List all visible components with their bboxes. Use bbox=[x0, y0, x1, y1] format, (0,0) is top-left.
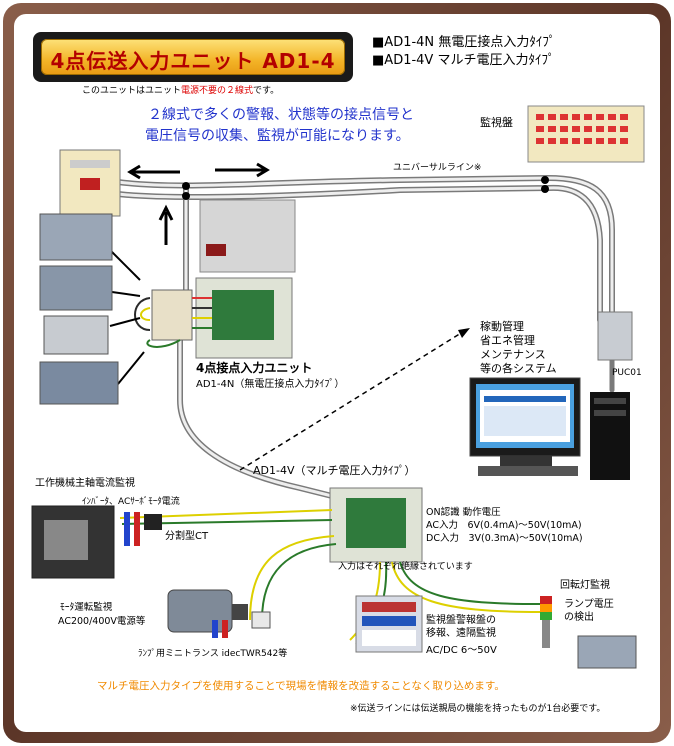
bullet: ■ bbox=[372, 35, 385, 50]
alarm-line: 監視盤警報盤の bbox=[426, 615, 496, 626]
puc-label: PUC01 bbox=[612, 368, 642, 378]
unit-4n-subtitle: AD1-4N（無電圧接点入力ﾀｲﾌﾟ） bbox=[196, 379, 345, 390]
monitor-panel-label: 監視盤 bbox=[480, 116, 513, 129]
power-note-suffix: です。 bbox=[253, 86, 280, 96]
management-item: メンテナンス bbox=[480, 348, 546, 361]
spec-line: ON認識 動作電圧 bbox=[426, 507, 501, 518]
alarm-panel-text: 監視盤警報盤の 移報、遠隔監視 AC/DC 6～50V bbox=[426, 614, 497, 657]
motor-spec: AC200/400V電源等 bbox=[58, 616, 146, 627]
inverter-label: ｲﾝﾊﾞｰﾀ、ACｻｰﾎﾞﾓｰﾀ電流 bbox=[82, 497, 180, 507]
unit-4n-title: 4点接点入力ユニット bbox=[196, 361, 313, 375]
motor-title: ﾓｰﾀ運転監視 bbox=[60, 602, 113, 613]
model-item-4n: ■AD1-4N 無電圧接点入力ﾀｲﾌﾟ bbox=[372, 35, 556, 51]
management-item: 等の各システム bbox=[480, 362, 557, 375]
model-code: AD1-4N bbox=[384, 35, 435, 50]
power-note: このユニットはユニット電源不要の２線式です。 bbox=[82, 86, 279, 96]
management-item: 省エネ管理 bbox=[480, 334, 535, 347]
lamp-line: の検出 bbox=[564, 612, 594, 623]
model-desc: マルチ電圧入力ﾀｲﾌﾟ bbox=[437, 53, 555, 68]
input-spec: ON認識 動作電圧 AC入力 6V(0.4mA)～50V(10mA) DC入力 … bbox=[426, 506, 583, 545]
alarm-line: 移報、遠隔監視 bbox=[426, 628, 496, 639]
trans-label: ﾗﾝﾌﾟ用ミニトランス idecTWR542等 bbox=[138, 649, 288, 659]
headline-line-2: 電圧信号の収集、監視が可能になります。 bbox=[145, 128, 410, 144]
lamp-title: 回転灯監視 bbox=[560, 580, 610, 591]
spec-line: AC入力 6V(0.4mA)～50V(10mA) bbox=[426, 520, 582, 531]
unit-4v-title: AD1-4V（マルチ電圧入力ﾀｲﾌﾟ） bbox=[253, 464, 416, 477]
management-list: 稼動管理 省エネ管理 メンテナンス 等の各システム bbox=[480, 320, 557, 376]
model-code: AD1-4V bbox=[384, 53, 434, 68]
power-note-prefix: このユニットはユニット bbox=[82, 86, 182, 96]
model-item-4v: ■AD1-4V マルチ電圧入力ﾀｲﾌﾟ bbox=[372, 53, 555, 69]
management-item: 稼動管理 bbox=[480, 320, 524, 333]
footer-note: ※伝送ラインには伝送親局の機能を持ったものが1台必要です。 bbox=[350, 704, 606, 714]
headline-line-1: ２線式で多くの警報、状態等の接点信号と bbox=[148, 107, 414, 123]
machine-tool-title: 工作機械主軸電流監視 bbox=[35, 478, 135, 489]
power-note-highlight: 電源不要の２線式 bbox=[181, 86, 254, 96]
page-title: 4点伝送入力ユニット AD1-4 bbox=[50, 49, 336, 73]
isolation-note: 入力はそれぞれ絶縁されています bbox=[338, 562, 473, 572]
ct-label: 分割型CT bbox=[165, 531, 209, 542]
lamp-line: ランプ電圧 bbox=[564, 599, 614, 610]
model-desc: 無電圧接点入力ﾀｲﾌﾟ bbox=[438, 35, 556, 50]
universal-line-label: ユニバーサルライン※ bbox=[393, 163, 482, 173]
lamp-text: ランプ電圧 の検出 bbox=[564, 598, 614, 624]
spec-line: DC入力 3V(0.3mA)～50V(10mA) bbox=[426, 533, 583, 544]
bullet: ■ bbox=[372, 53, 385, 68]
footer-orange: マルチ電圧入力タイプを使用することで現場を情報を改造することなく取り込めます。 bbox=[97, 680, 505, 692]
alarm-line: AC/DC 6～50V bbox=[426, 645, 497, 656]
title-banner: 4点伝送入力ユニット AD1-4 bbox=[33, 32, 353, 82]
